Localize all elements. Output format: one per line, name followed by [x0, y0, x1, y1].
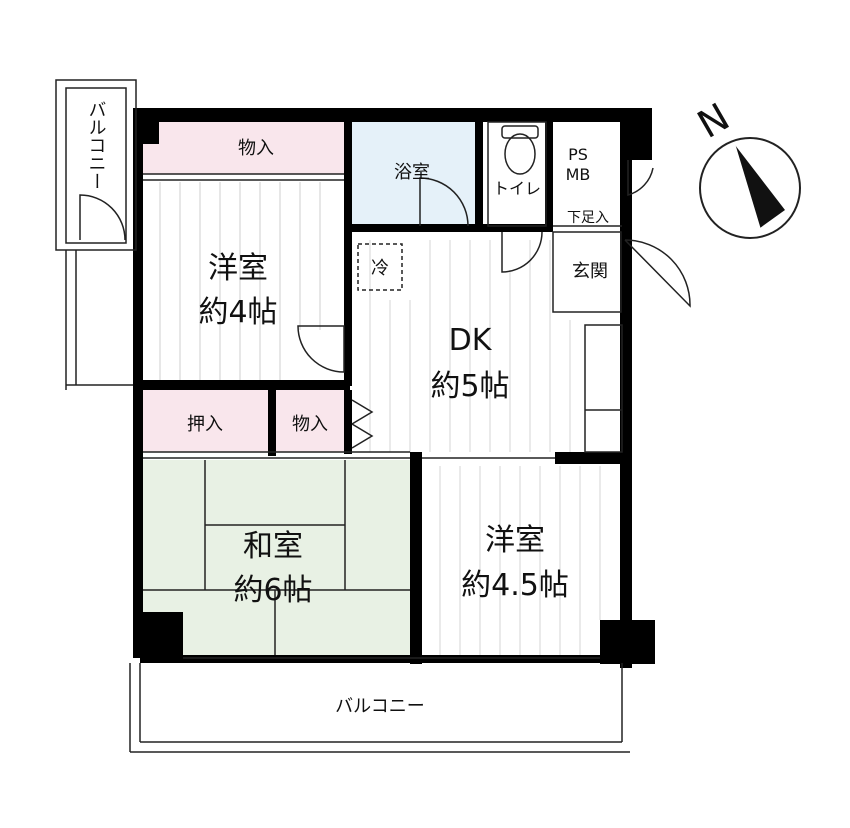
dk-name: DK [449, 323, 493, 358]
door-swings [79, 160, 691, 449]
walls [133, 108, 655, 668]
western-4-size: 約4帖 [198, 295, 277, 330]
japanese-6-size: 約6帖 [233, 573, 312, 608]
bath-label: 浴室 [394, 162, 430, 183]
dk-size: 約5帖 [430, 369, 509, 404]
storage-top-label: 物入 [238, 138, 274, 159]
window-lines [143, 173, 600, 659]
fridge-label: 冷 [371, 258, 389, 279]
floor-stripes-western-45 [439, 466, 601, 655]
bath-area [351, 122, 475, 226]
entrance-label: 玄関 [572, 261, 608, 282]
western-45-name: 洋室 [485, 523, 545, 558]
compass-needle-icon [735, 145, 785, 228]
western-4-name: 洋室 [208, 251, 268, 286]
storage-mid-area [276, 390, 344, 452]
compass-north-label: N [690, 95, 737, 147]
compass: N [690, 95, 801, 239]
western-45-size: 約4.5帖 [461, 568, 569, 603]
shoe-storage-label: 下足入 [567, 210, 609, 226]
fixtures [55, 79, 630, 753]
floor-stripes-western-4 [159, 182, 321, 380]
floor-stripes-dk [369, 240, 571, 452]
balcony-side-label: バルコニー [86, 100, 107, 190]
ps-label: PS [568, 145, 588, 164]
mb-label: MB [566, 165, 591, 184]
balcony-bottom-label: バルコニー [335, 696, 425, 717]
tatami-lines [140, 460, 410, 655]
japanese-6-name: 和室 [243, 529, 303, 564]
toilet-label: トイレ [493, 179, 541, 198]
closet-area [140, 390, 268, 452]
storage-mid-label: 物入 [292, 414, 328, 435]
closet-label: 押入 [187, 414, 223, 435]
storage-top-area [140, 122, 344, 174]
